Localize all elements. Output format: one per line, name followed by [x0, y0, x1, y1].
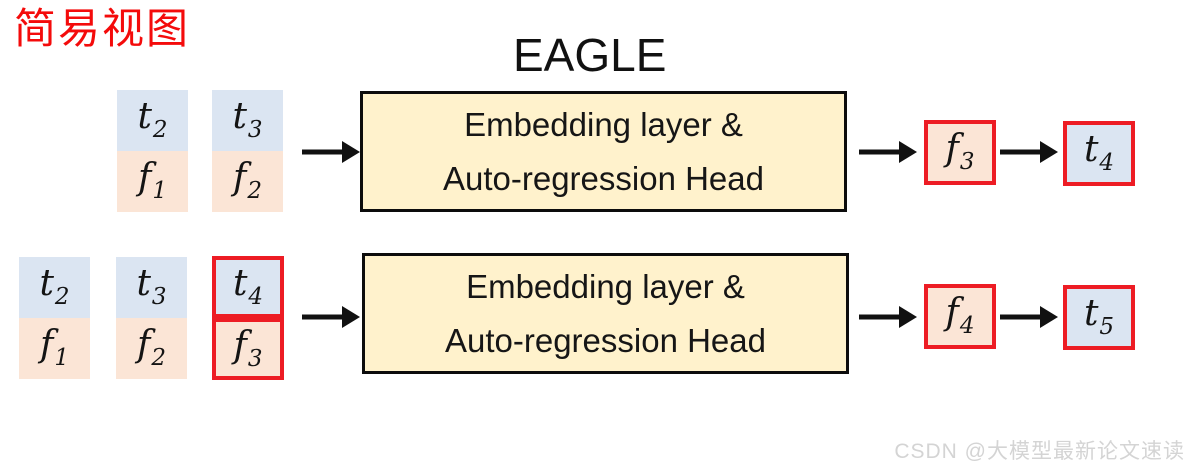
process-box-line2: Auto-regression Head — [444, 321, 766, 359]
math-letter: f — [138, 157, 152, 198]
token-label: t3 — [136, 266, 166, 309]
math-letter: t — [1083, 129, 1099, 170]
feature-label: f4 — [946, 295, 975, 338]
math-subscript: 4 — [1099, 150, 1115, 176]
token-label: t2 — [137, 99, 167, 142]
token-cell: t3 — [212, 90, 283, 151]
process-box: Embedding layer & Auto-regression Head — [362, 253, 849, 374]
token-label: t4 — [232, 262, 264, 310]
csdn-watermark: CSDN @大模型最新论文速读 — [894, 440, 1185, 463]
math-subscript: 4 — [959, 313, 975, 339]
output-token-box: t5 — [1063, 285, 1135, 350]
math-subscript: 3 — [959, 149, 975, 175]
process-box-line1: Embedding layer & — [464, 106, 743, 144]
math-letter: f — [137, 324, 151, 365]
input-pair-highlighted: t4 f3 — [212, 256, 284, 380]
feature-cell: f2 — [212, 151, 283, 212]
arrow-right-icon — [859, 306, 917, 328]
math-subscript: 2 — [152, 117, 168, 143]
input-pair: t2 f1 — [19, 257, 90, 379]
math-letter: f — [233, 157, 247, 198]
feature-label: f3 — [946, 131, 975, 174]
math-letter: f — [40, 324, 54, 365]
math-letter: f — [945, 128, 959, 169]
token-cell: t2 — [117, 90, 188, 151]
math-subscript: 3 — [247, 117, 263, 143]
math-letter: t — [137, 96, 152, 137]
input-pair: t3 f2 — [212, 90, 283, 212]
token-cell: t4 — [212, 256, 284, 318]
process-box: Embedding layer & Auto-regression Head — [360, 91, 847, 212]
input-pair: t2 f1 — [117, 90, 188, 212]
process-box-line1: Embedding layer & — [466, 268, 745, 306]
math-subscript: 2 — [151, 345, 166, 371]
math-subscript: 4 — [248, 283, 264, 310]
math-letter: t — [1083, 293, 1099, 334]
token-cell: t2 — [19, 257, 90, 318]
math-letter: f — [945, 292, 959, 333]
arrow-right-icon — [302, 306, 360, 328]
math-letter: t — [232, 262, 248, 304]
corner-label: 简易视图 — [14, 5, 191, 52]
feature-cell: f1 — [19, 318, 90, 379]
token-label: t3 — [232, 99, 262, 142]
arrow-right-icon — [1000, 141, 1058, 163]
token-label: t2 — [39, 266, 69, 309]
feature-cell: f3 — [212, 318, 284, 380]
math-letter: t — [136, 263, 151, 304]
arrow-right-icon — [1000, 306, 1058, 328]
math-subscript: 2 — [54, 284, 70, 310]
input-pair: t3 f2 — [116, 257, 187, 379]
feature-label: f3 — [233, 324, 263, 372]
math-letter: t — [39, 263, 54, 304]
feature-cell: f2 — [116, 318, 187, 379]
math-letter: f — [233, 324, 247, 366]
feature-cell: f1 — [117, 151, 188, 212]
page-title: EAGLE — [513, 29, 667, 81]
math-subscript: 5 — [1099, 314, 1115, 340]
math-subscript: 1 — [54, 345, 69, 371]
token-label: t5 — [1084, 296, 1114, 339]
token-cell: t3 — [116, 257, 187, 318]
math-subscript: 3 — [247, 345, 263, 372]
arrow-right-icon — [302, 141, 360, 163]
output-feature-box: f4 — [924, 284, 996, 349]
feature-label: f2 — [233, 160, 262, 203]
process-box-line2: Auto-regression Head — [442, 159, 764, 197]
feature-label: f2 — [137, 327, 166, 370]
output-token-box: t4 — [1063, 121, 1135, 186]
math-subscript: 1 — [152, 178, 167, 204]
math-letter: t — [232, 96, 247, 137]
arrow-right-icon — [859, 141, 917, 163]
feature-label: f1 — [40, 327, 69, 370]
math-subscript: 3 — [151, 284, 167, 310]
feature-label: f1 — [138, 160, 167, 203]
token-label: t4 — [1084, 132, 1114, 175]
math-subscript: 2 — [247, 178, 262, 204]
output-feature-box: f3 — [924, 120, 996, 185]
